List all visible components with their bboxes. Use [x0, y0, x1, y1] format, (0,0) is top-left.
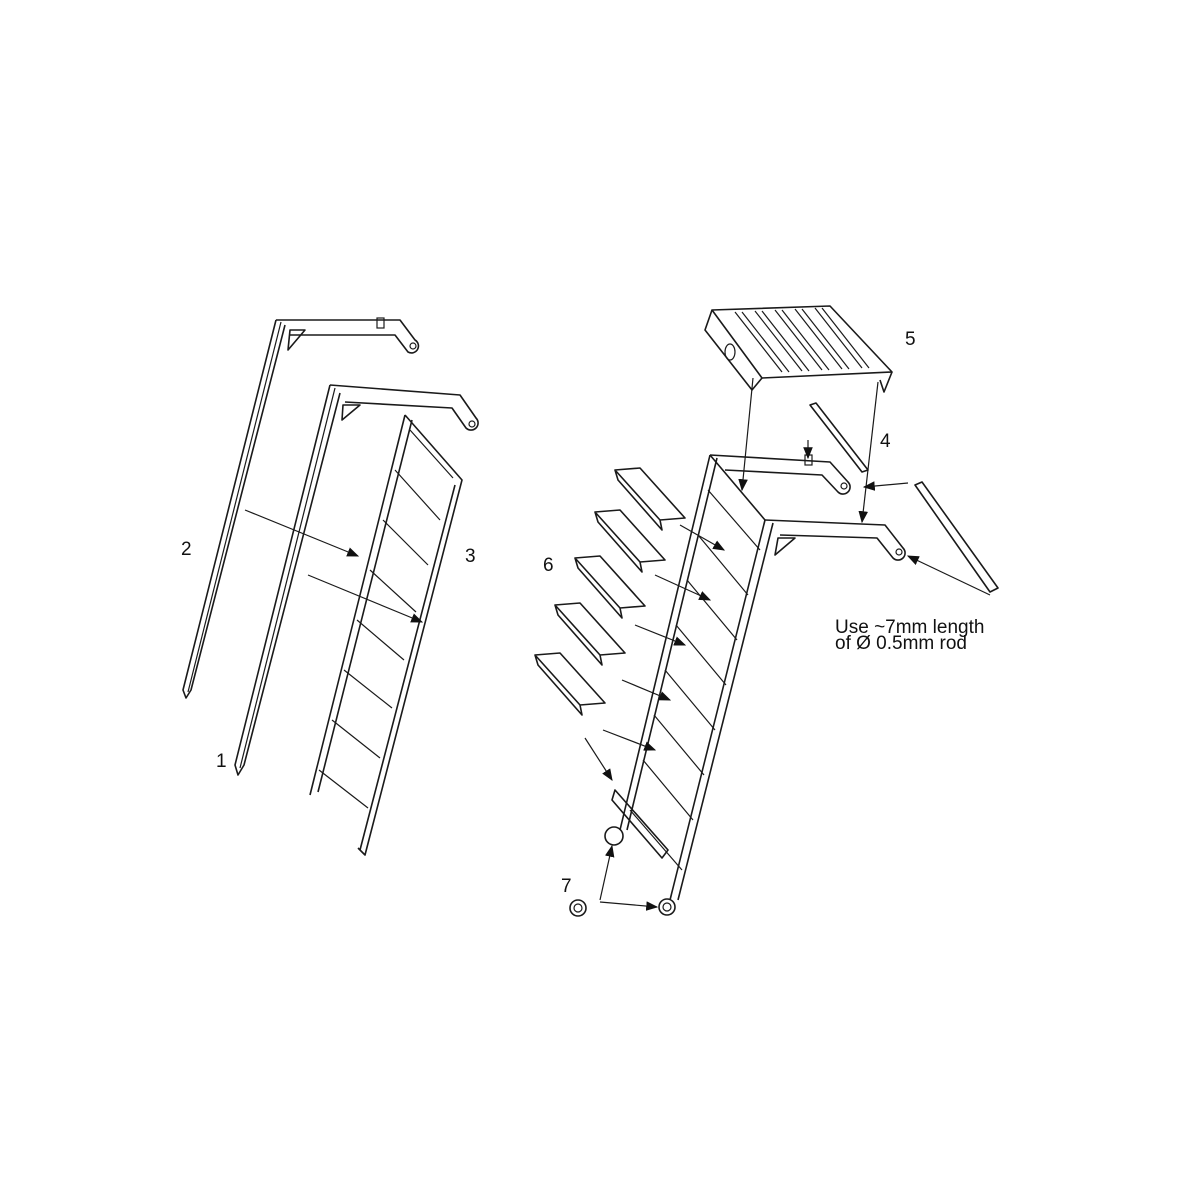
part-5-platform: [704, 305, 893, 393]
label-part-3: 3: [465, 546, 476, 567]
label-part-4: 4: [880, 431, 891, 452]
label-part-5: 5: [905, 329, 916, 350]
label-part-7: 7: [561, 876, 572, 897]
part-1-side-rail: [234, 384, 479, 776]
assembled-ladder: [604, 454, 906, 916]
rod-note-line-2: of Ø 0.5mm rod: [835, 632, 967, 654]
label-part-2: 2: [181, 539, 192, 560]
part-7-washer: [569, 899, 587, 917]
part-6-steps: [534, 467, 686, 716]
part-3-ladder: [309, 414, 463, 856]
rod: [914, 481, 999, 593]
label-part-6: 6: [543, 555, 554, 576]
rod-note-line-1: Use ~7mm length: [835, 617, 985, 638]
label-part-1: 1: [216, 751, 227, 772]
rod-note: Use ~7mm length of Ø 0.5mm rod: [835, 617, 985, 654]
part-2-side-rail: [182, 317, 420, 699]
